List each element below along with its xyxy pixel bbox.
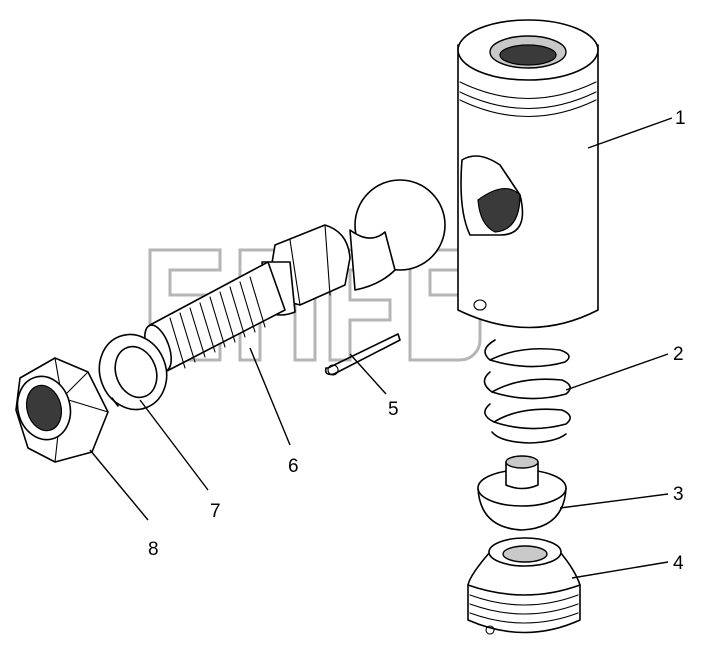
callout-1: 1 bbox=[587, 108, 686, 149]
part-5-cotter-pin bbox=[324, 333, 401, 376]
part-1-housing bbox=[457, 19, 599, 329]
callout-5-label: 5 bbox=[388, 399, 399, 420]
callout-1-label: 1 bbox=[675, 108, 686, 129]
part-7-lock-washer bbox=[98, 333, 168, 411]
callout-2: 2 bbox=[565, 344, 684, 391]
callout-6-label: 6 bbox=[288, 456, 299, 477]
callout-4-label: 4 bbox=[673, 553, 684, 574]
part-8-hex-nut bbox=[15, 357, 109, 463]
callout-7: 7 bbox=[139, 399, 221, 522]
callout-8: 8 bbox=[89, 449, 159, 560]
callout-4: 4 bbox=[571, 553, 684, 579]
callout-6: 6 bbox=[249, 347, 299, 477]
callout-2-label: 2 bbox=[673, 344, 684, 365]
part-3-ball-seat bbox=[477, 455, 567, 531]
callout-8-label: 8 bbox=[148, 539, 159, 560]
part-4-threaded-plug bbox=[467, 537, 581, 635]
callout-3-label: 3 bbox=[673, 484, 684, 505]
callout-3: 3 bbox=[559, 484, 684, 509]
part-6-ball-stud bbox=[144, 179, 446, 373]
callout-5: 5 bbox=[349, 353, 399, 420]
part-2-spring bbox=[483, 339, 571, 444]
callout-7-label: 7 bbox=[210, 501, 221, 522]
